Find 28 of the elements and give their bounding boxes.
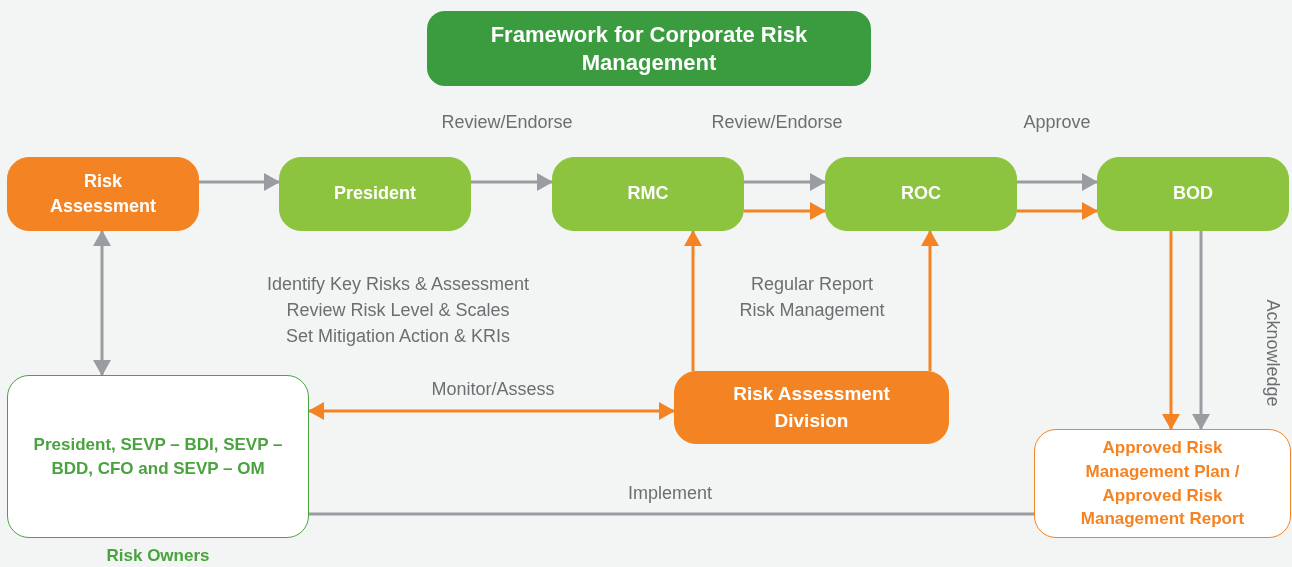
arrow	[1192, 231, 1210, 430]
note-text: Regular Report	[750, 274, 874, 296]
arrow	[684, 230, 702, 371]
arrow	[1017, 173, 1098, 191]
arrow	[199, 173, 280, 191]
arrow	[744, 202, 826, 220]
note-text: Set Mitigation Action & KRIs	[285, 326, 511, 348]
arrow	[921, 230, 939, 371]
title-banner: Framework for Corporate Risk Management	[427, 11, 871, 86]
connector-line	[309, 512, 1034, 516]
process-box: BOD	[1097, 157, 1289, 231]
process-box: Risk Assessment	[7, 157, 199, 231]
arrow	[471, 173, 553, 191]
node-label: Risk Owners	[106, 545, 210, 567]
note-text: Review Risk Level & Scales	[286, 300, 510, 322]
note-text: Identify Key Risks & Assessment	[266, 274, 530, 296]
process-box: President	[279, 157, 471, 231]
group-box: President, SEVP – BDI, SEVP – BDD, CFO and SEVP – OM	[7, 375, 309, 538]
arrow	[1162, 231, 1180, 430]
process-box: ROC	[825, 157, 1017, 231]
process-box: RMC	[552, 157, 744, 231]
arrow	[744, 173, 826, 191]
arrow	[308, 402, 675, 420]
arrow	[93, 230, 111, 376]
arrow	[1017, 202, 1098, 220]
output-box: Approved Risk Management Plan / Approved Risk Management Report	[1034, 429, 1291, 538]
process-box: Risk Assessment Division	[674, 371, 949, 444]
note-text: Risk Management	[739, 300, 885, 322]
